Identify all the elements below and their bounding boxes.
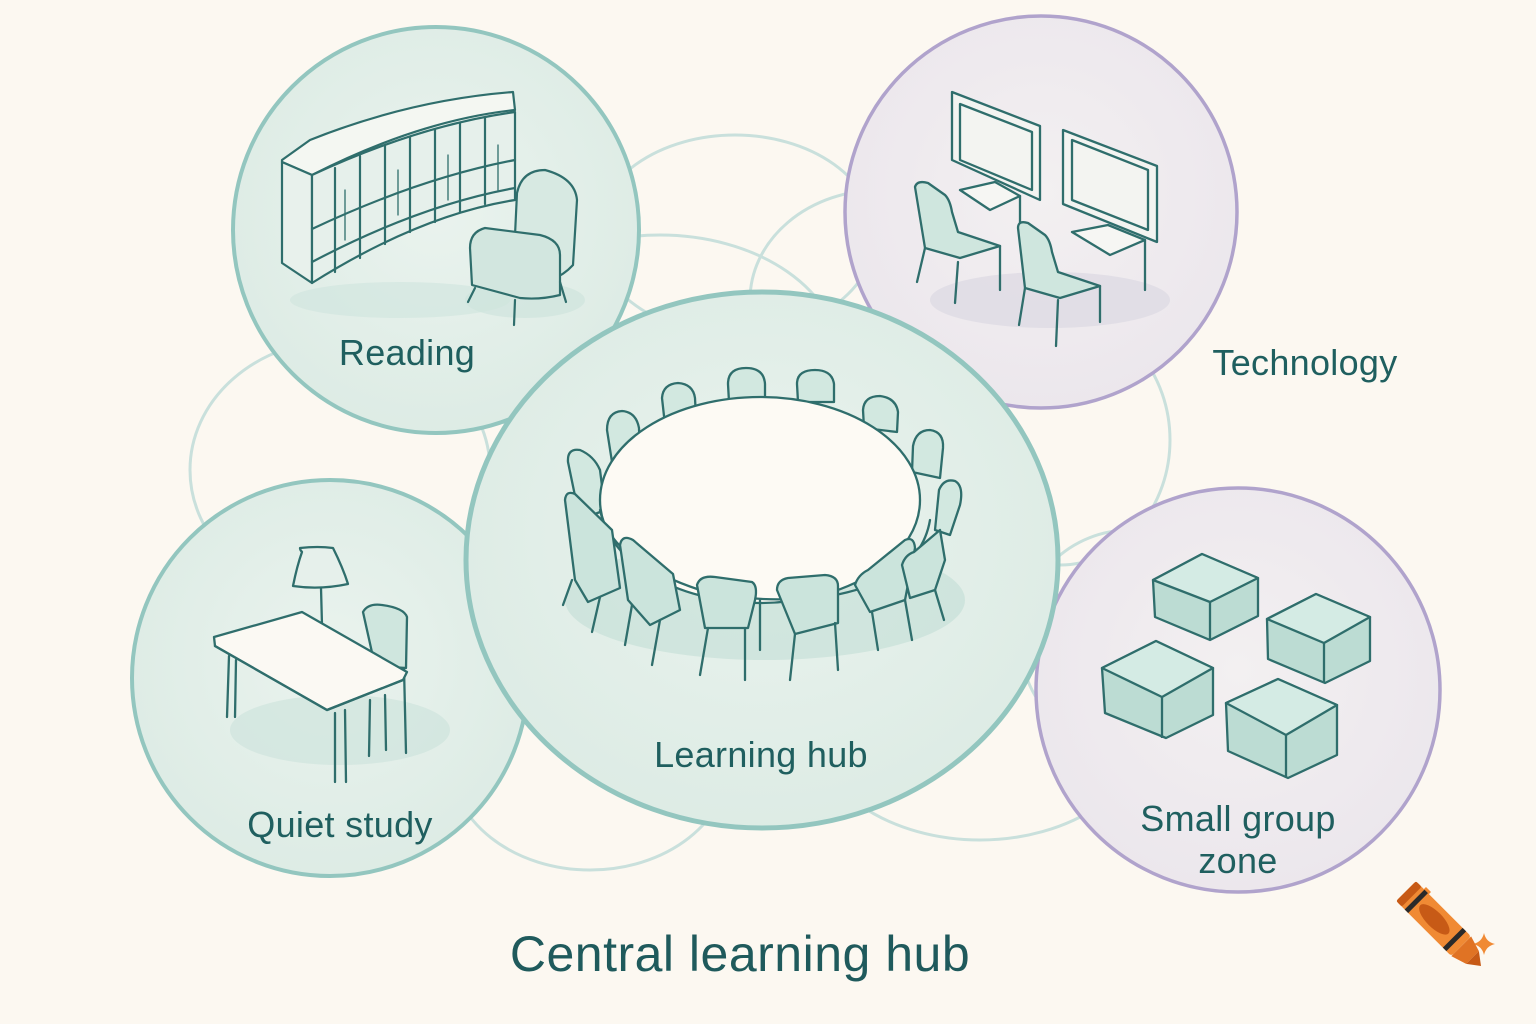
ottoman-cubes-icon xyxy=(1100,552,1372,780)
small-group-zone[interactable] xyxy=(1034,486,1442,894)
computer-workstations-icon xyxy=(913,90,1170,348)
small-group-label-line2: zone xyxy=(1198,840,1278,881)
technology-zone[interactable] xyxy=(843,14,1239,410)
crayon-sparkle-icon xyxy=(1396,881,1495,967)
technology-label: Technology xyxy=(1212,342,1398,383)
bookshelf-armchair-icon xyxy=(280,90,585,327)
desk-lamp-chair-icon xyxy=(212,545,450,784)
diagram-title: Central learning hub xyxy=(509,926,971,982)
learning-hub-label: Learning hub xyxy=(654,734,868,775)
learning-hub-zone[interactable] xyxy=(463,289,1061,831)
round-table-chairs-icon xyxy=(561,366,965,682)
quiet-study-zone[interactable] xyxy=(130,478,530,878)
small-group-label-line1: Small group xyxy=(1140,798,1336,839)
reading-zone[interactable] xyxy=(231,25,641,435)
quiet-study-label: Quiet study xyxy=(247,804,433,845)
reading-label: Reading xyxy=(338,332,476,373)
